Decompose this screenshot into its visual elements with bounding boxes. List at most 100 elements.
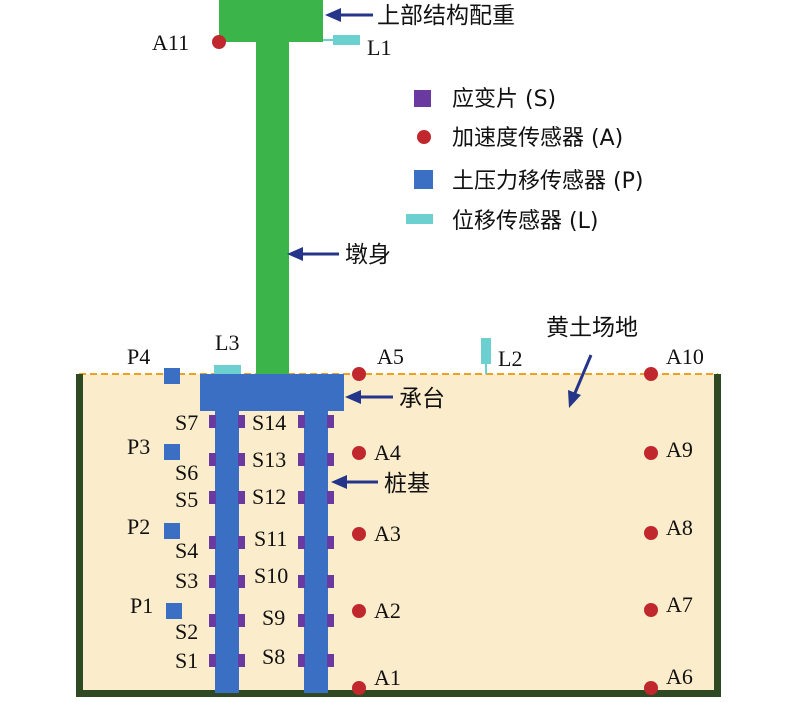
strain-gauge-s11-l [298, 536, 305, 549]
label-s12: S12 [252, 484, 286, 509]
label-a8: A8 [666, 515, 693, 540]
accelerometer-a6 [644, 681, 658, 695]
label-s5: S5 [175, 487, 198, 512]
strain-gauge-s7-r [238, 415, 245, 428]
strain-gauge-s9-l [298, 614, 305, 627]
label-s6: S6 [175, 460, 198, 485]
label-l1: L1 [367, 35, 391, 60]
legend-pressure-marker [414, 170, 433, 189]
label-l2: L2 [498, 346, 522, 371]
strain-gauge-s13-l [298, 453, 305, 466]
strain-gauge-s5-r [238, 491, 245, 504]
pile-right [304, 411, 328, 693]
accelerometer-a4 [352, 446, 366, 460]
callout-pile: 桩基 [384, 471, 430, 497]
accelerometers [212, 35, 658, 695]
strain-gauge-s11-r [327, 536, 334, 549]
accelerometer-a5 [352, 367, 366, 381]
legend-accel-marker [417, 130, 431, 144]
callout-site: 黄土场地 [546, 315, 638, 341]
pressure-sensor-p1 [166, 603, 182, 619]
accelerometer-a10 [644, 367, 658, 381]
label-a1: A1 [374, 665, 401, 690]
label-a9: A9 [666, 437, 693, 462]
pressure-sensors [164, 368, 182, 619]
label-a11: A11 [152, 30, 189, 55]
arrow-to-pier [287, 247, 339, 261]
label-s7: S7 [175, 410, 198, 435]
callout-cap: 承台 [399, 386, 445, 412]
strain-gauges-left [209, 415, 245, 667]
label-a6: A6 [666, 664, 693, 689]
strain-gauge-s12-r [327, 491, 334, 504]
arrow-to-mass [325, 8, 373, 22]
strain-gauge-s3-r [238, 575, 245, 588]
strain-gauge-s1-r [238, 654, 245, 667]
label-s8: S8 [262, 644, 285, 669]
callout-pier: 墩身 [345, 242, 391, 268]
strain-gauge-s13-r [327, 453, 334, 466]
strain-gauge-s14-r [327, 415, 334, 428]
accelerometer-a11 [212, 35, 226, 49]
legend-pressure-label: 土压力移传感器 (P) [452, 169, 643, 194]
label-a3: A3 [374, 521, 401, 546]
pile-left [215, 411, 239, 693]
legend-accel-label: 加速度传感器 (A) [452, 126, 623, 151]
strain-gauge-s10-r [327, 575, 334, 588]
label-s11: S11 [254, 526, 287, 551]
strain-gauge-s2-r [238, 614, 245, 627]
label-p2: P2 [127, 514, 150, 539]
label-l3: L3 [215, 330, 239, 355]
callout-mass: 上部结构配重 [377, 3, 515, 29]
superstructure-mass [219, 0, 323, 42]
accelerometer-a2 [352, 604, 366, 618]
pressure-sensor-p3 [164, 444, 180, 460]
legend-disp-marker [406, 214, 433, 224]
label-s13: S13 [252, 447, 286, 472]
label-s3: S3 [175, 568, 198, 593]
arrow-to-cap [345, 390, 393, 404]
strain-gauge-s12-l [298, 491, 305, 504]
label-s2: S2 [175, 619, 198, 644]
strain-gauge-s7-l [209, 415, 216, 428]
label-s9: S9 [262, 605, 285, 630]
label-p4: P4 [127, 344, 150, 369]
legend-strain-label: 应变片 (S) [452, 87, 556, 112]
strain-gauges-right [298, 415, 334, 667]
arrow-to-pile [331, 475, 378, 489]
pier-column [256, 42, 289, 376]
strain-gauge-s6-l [209, 453, 216, 466]
label-a7: A7 [666, 592, 693, 617]
loess-site [79, 374, 718, 692]
label-s4: S4 [175, 538, 198, 563]
pile-cap [200, 374, 344, 411]
lvdt-l2 [481, 338, 491, 364]
soil-box-left-wall [76, 374, 83, 697]
arrow-to-site [568, 354, 593, 408]
accelerometer-a1 [352, 681, 366, 695]
strain-gauge-s4-r [238, 536, 245, 549]
pressure-sensor-p2 [164, 523, 180, 539]
label-s14: S14 [252, 410, 286, 435]
strain-gauge-s3-l [209, 575, 216, 588]
label-s1: S1 [175, 648, 198, 673]
label-p1: P1 [130, 593, 153, 618]
lvdt-l3 [214, 365, 241, 374]
strain-gauge-s8-r [327, 654, 334, 667]
label-a4: A4 [374, 440, 401, 465]
legend-strain-marker [414, 90, 431, 107]
accelerometer-a9 [644, 446, 658, 460]
accelerometer-a7 [644, 603, 658, 617]
strain-gauge-s5-l [209, 491, 216, 504]
accelerometer-a3 [352, 527, 366, 541]
strain-gauge-s10-l [298, 575, 305, 588]
accelerometer-a8 [644, 526, 658, 540]
strain-gauge-s14-l [298, 415, 305, 428]
label-s10: S10 [254, 563, 288, 588]
strain-gauge-s8-l [298, 654, 305, 667]
label-a10: A10 [666, 344, 704, 369]
strain-gauge-s4-l [209, 536, 216, 549]
label-a5: A5 [377, 344, 404, 369]
strain-gauge-s6-r [238, 453, 245, 466]
